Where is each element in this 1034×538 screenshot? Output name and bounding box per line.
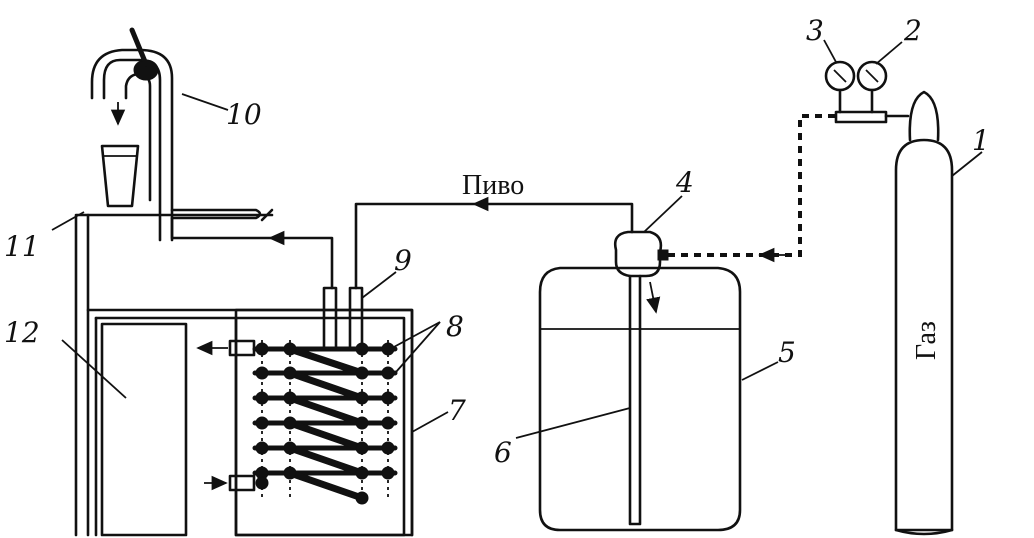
label-11: 11	[4, 230, 40, 263]
label-10: 10	[226, 98, 262, 131]
label-2: 2	[903, 14, 922, 47]
leader-lines	[51, 39, 983, 439]
gas-cylinder	[894, 90, 954, 536]
label-12: 12	[4, 316, 40, 349]
label-4: 4	[675, 166, 694, 199]
beer-supply-line	[354, 196, 634, 290]
label-1: 1	[972, 124, 990, 157]
pressure-regulator	[824, 60, 910, 124]
gas-line	[668, 114, 836, 263]
coil-rows	[252, 346, 398, 476]
beer-label: Пиво	[462, 170, 524, 201]
beer-keg	[538, 230, 742, 532]
beer-return-line	[170, 216, 334, 290]
label-5: 5	[778, 336, 796, 369]
label-6: 6	[494, 436, 512, 469]
beer-tap	[90, 27, 262, 242]
label-3: 3	[806, 14, 824, 47]
label-9: 9	[394, 244, 412, 277]
refrigeration-unit	[100, 322, 188, 537]
label-8: 8	[446, 310, 464, 343]
label-7: 7	[448, 394, 466, 427]
gas-label: Газ	[911, 321, 942, 360]
coil-dots	[255, 342, 395, 505]
cooling-unit	[196, 286, 414, 537]
coil-diagonals	[286, 345, 366, 502]
